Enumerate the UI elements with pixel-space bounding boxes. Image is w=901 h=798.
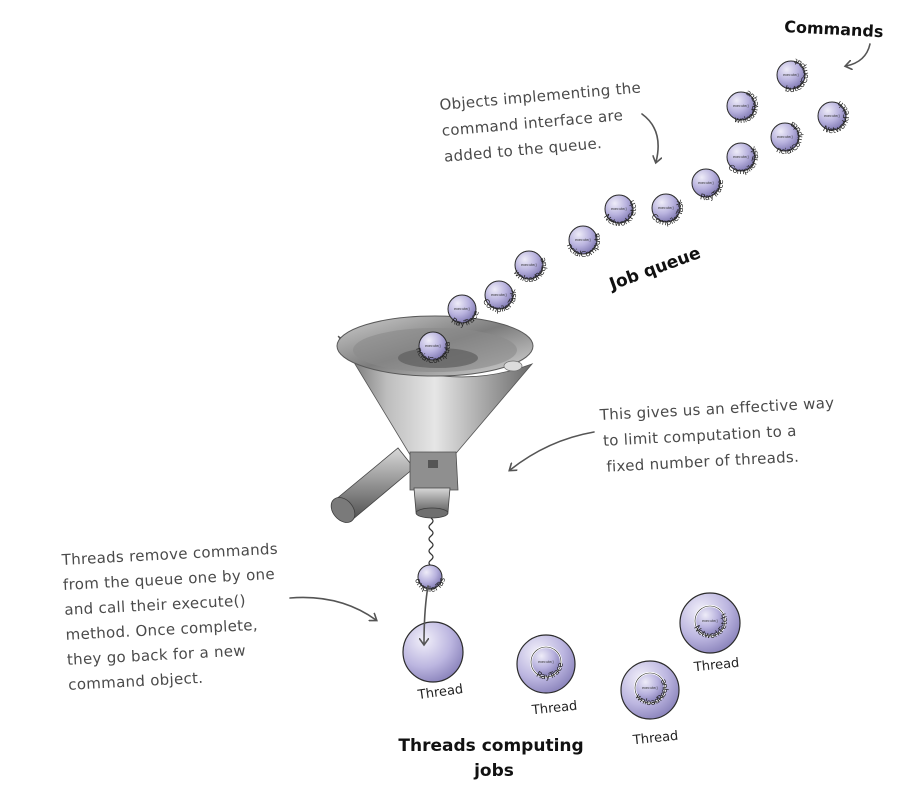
- job-queue-label: Job queue: [606, 243, 704, 295]
- queue-command-11: execute()RayTrace: [447, 294, 481, 328]
- annotation-effective-line-3: fixed number of threads.: [606, 448, 800, 476]
- queue-command-11-ball: [447, 294, 477, 324]
- annotation-objects: Objects implementing the command interfa…: [439, 78, 652, 166]
- queue-command-9-method: execute(): [521, 263, 538, 267]
- queue-command-1-name: DownloadRequest: [0, 0, 760, 125]
- thread-0-label: Thread: [416, 682, 464, 703]
- queue-command-11-method: execute(): [454, 307, 471, 311]
- queue-command-7: execute()NetworkFetch: [602, 194, 638, 228]
- queue-command-3: execute()FinancialComputation: [0, 0, 804, 156]
- annotation-threads-line-4: method. Once complete,: [65, 616, 258, 644]
- queue-command-4-method: execute(): [733, 155, 750, 159]
- queue-command-3-ball: [770, 122, 800, 152]
- queue-command-9: execute()DownloadRequest: [0, 0, 548, 284]
- queue-command-2-ball: [817, 101, 847, 131]
- thread-0: Thread: [402, 621, 464, 703]
- spring-connector: [428, 517, 434, 572]
- effective-arrow: [510, 431, 595, 470]
- threads-computing-line-2: jobs: [473, 761, 514, 781]
- thread-2-job-method: execute(): [642, 686, 659, 690]
- queue-command-0-ball: [776, 60, 806, 90]
- queue-command-0-method: execute(): [783, 73, 800, 77]
- queue-command-6: execute()CompilerTask: [649, 193, 685, 227]
- queue-command-7-ball: [604, 194, 634, 224]
- queue-command-7-method: execute(): [611, 207, 628, 211]
- svg-text:Threads remove commands: Threads remove commands from the queue o…: [60, 539, 290, 693]
- annotation-threads-line-5: they go back for a new: [67, 642, 247, 669]
- queue-command-3-name: FinancialComputation: [0, 0, 804, 156]
- annotation-threads-line-3: and call their execute(): [64, 591, 246, 618]
- thread-0-ball: [402, 621, 464, 683]
- queue-command-9-ball: [514, 250, 544, 280]
- queue-command-8-ball: [568, 225, 598, 255]
- job-queue: execute()DistributedComputationexecute()…: [0, 0, 851, 365]
- threads-computing-label: Threads computing jobs: [398, 736, 589, 781]
- queue-command-12-name: FinancialComputation: [0, 0, 452, 365]
- annotation-threads-line-6: command object.: [68, 669, 204, 694]
- annotation-threads-remove: Threads remove commands from the queue o…: [60, 539, 290, 694]
- annotation-objects-line-3: added to the queue.: [443, 134, 602, 166]
- queue-command-6-ball: [651, 193, 681, 223]
- queue-command-10: execute()CompilerTask: [481, 280, 518, 314]
- annotation-effective-line-1: This gives us an effective way: [598, 394, 835, 424]
- dequeued-command-item: CompilerTask: [0, 0, 447, 594]
- queue-command-1: execute()DownloadRequest: [0, 0, 760, 125]
- queue-command-1-ball: [726, 91, 756, 121]
- queue-command-0-name: DistributedComputation: [0, 0, 810, 94]
- thread-1-label: Thread: [530, 699, 578, 719]
- queue-command-12-method: execute(): [425, 344, 442, 348]
- queue-command-2-method: execute(): [824, 114, 841, 118]
- thread-1-job-method: execute(): [538, 660, 555, 664]
- threads-computing-line-1: Threads computing: [398, 736, 583, 756]
- dequeued-command-ball: [417, 564, 443, 590]
- objects-arrow: [641, 113, 658, 162]
- queue-command-6-method: execute(): [658, 206, 675, 210]
- queue-command-5: execute()RayTrace: [691, 168, 725, 202]
- queue-command-5-ball: [691, 168, 721, 198]
- queue-command-4: execute()CompilerTask: [726, 142, 760, 176]
- commands-label: Commands: [784, 17, 884, 41]
- thread-3-job-method: execute(): [702, 619, 719, 623]
- queue-command-2: execute()NetworkFetch: [817, 99, 851, 135]
- queue-command-10-method: execute(): [491, 293, 508, 297]
- thread-3-label: Thread: [692, 656, 740, 676]
- queue-command-9-name: DownloadRequest: [0, 0, 548, 284]
- annotation-effective-line-2: to limit computation to a: [603, 422, 797, 450]
- dequeued-command-name: CompilerTask: [0, 0, 447, 594]
- annotation-effective: This gives us an effective way to limit …: [598, 393, 842, 476]
- queue-command-0: execute()DistributedComputation: [0, 0, 810, 94]
- threads-remove-arrow: [289, 596, 376, 620]
- annotation-threads-line-1: Threads remove commands: [60, 540, 278, 569]
- svg-text:Objects implementing the: Objects implementing the command interfa…: [439, 78, 652, 166]
- commands-arrow: [846, 43, 871, 66]
- queue-command-12: execute()FinancialComputation: [0, 0, 452, 365]
- queue-command-12-ball: [418, 331, 448, 361]
- svg-text:This gives us an effective way: This gives us an effective way to limit …: [598, 393, 842, 476]
- queue-command-8-method: execute(): [575, 238, 592, 242]
- queue-command-1-method: execute(): [733, 104, 750, 108]
- annotation-threads-line-2: from the queue one by one: [63, 565, 276, 594]
- queue-command-4-ball: [726, 142, 756, 172]
- thread-2-label: Thread: [631, 729, 679, 749]
- dequeue-arrow: [424, 585, 428, 644]
- queue-command-5-method: execute(): [698, 181, 715, 185]
- dequeued-command: CompilerTask: [0, 0, 447, 594]
- queue-command-10-ball: [484, 280, 514, 310]
- queue-command-3-method: execute(): [777, 135, 794, 139]
